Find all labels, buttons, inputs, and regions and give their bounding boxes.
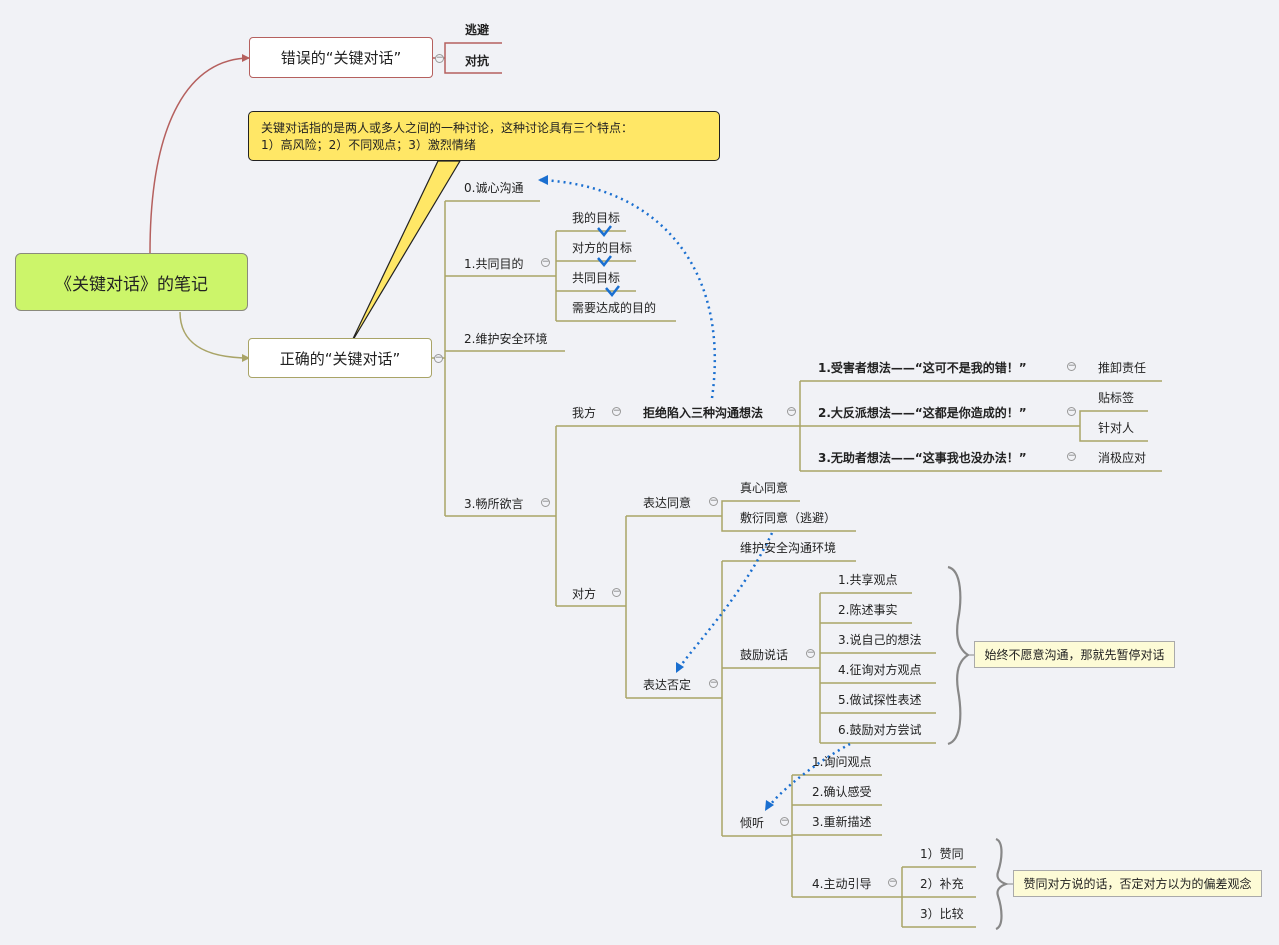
guide-item[interactable]: 1）赞同: [920, 847, 964, 861]
collapse-icon[interactable]: −: [1067, 361, 1076, 371]
agree-item[interactable]: 敷衍同意（逃避）: [740, 511, 837, 525]
wrong-dialogue-label: 错误的“关键对话”: [280, 49, 402, 67]
encourage-item[interactable]: 6.鼓励对方尝试: [838, 723, 922, 737]
goal-item[interactable]: 需要达成的目的: [572, 301, 657, 315]
thought-villain[interactable]: 2.大反派想法——“这都是你造成的！”: [818, 406, 1027, 420]
callout-line-2: 1）高风险；2）不同观点；3）激烈情绪: [261, 138, 476, 152]
wrong-child-escape[interactable]: 逃避: [465, 23, 490, 37]
step-1[interactable]: 1.共同目的: [464, 257, 524, 271]
result-shift-blame[interactable]: 推卸责任: [1098, 361, 1147, 375]
right-dialogue-label: 正确的“关键对话”: [279, 349, 401, 368]
listen-item[interactable]: 1.询问观点: [812, 755, 872, 769]
collapse-icon[interactable]: −: [787, 406, 796, 416]
self-node[interactable]: 我方: [572, 406, 597, 420]
root-label: 《关键对话》的笔记: [55, 274, 208, 295]
collapse-icon[interactable]: −: [1067, 406, 1076, 416]
result-label[interactable]: 贴标签: [1098, 391, 1135, 405]
wrong-child-confront[interactable]: 对抗: [465, 54, 490, 68]
agree-node[interactable]: 表达同意: [643, 496, 692, 510]
collapse-icon[interactable]: −: [888, 877, 897, 887]
listen-item[interactable]: 3.重新描述: [812, 815, 872, 829]
guide-note-text: 赞同对方说的话，否定对方以为的偏差观念: [1023, 877, 1252, 891]
listen-item[interactable]: 4.主动引导: [812, 877, 872, 891]
callout-line-1: 关键对话指的是两人或多人之间的一种讨论，这种讨论具有三个特点：: [261, 121, 634, 135]
collapse-icon[interactable]: −: [806, 648, 815, 658]
encourage-item[interactable]: 5.做试探性表述: [838, 693, 922, 707]
step-2[interactable]: 2.维护安全环境: [464, 332, 548, 346]
encourage-note[interactable]: 始终不愿意沟通，那就先暂停对话: [974, 641, 1175, 668]
result-target-person[interactable]: 针对人: [1098, 421, 1135, 435]
collapse-icon[interactable]: −: [1067, 451, 1076, 461]
result-passive[interactable]: 消极应对: [1098, 451, 1147, 465]
wrong-dialogue-node[interactable]: 错误的“关键对话”: [249, 37, 433, 78]
thought-victim[interactable]: 1.受害者想法——“这可不是我的错！”: [818, 361, 1027, 375]
guide-item[interactable]: 3）比较: [920, 907, 964, 921]
collapse-icon[interactable]: −: [709, 496, 718, 506]
encourage-item[interactable]: 4.征询对方观点: [838, 663, 922, 677]
collapse-icon[interactable]: −: [612, 406, 621, 416]
encourage-item[interactable]: 1.共享观点: [838, 573, 898, 587]
step-0[interactable]: 0.诚心沟通: [464, 181, 524, 195]
guide-item[interactable]: 2）补充: [920, 877, 964, 891]
collapse-icon[interactable]: −: [612, 587, 621, 597]
collapse-icon[interactable]: −: [434, 353, 443, 363]
collapse-icon[interactable]: −: [709, 678, 718, 688]
right-dialogue-node[interactable]: 正确的“关键对话”: [248, 338, 432, 378]
encourage-node[interactable]: 鼓励说话: [740, 648, 789, 662]
encourage-item[interactable]: 3.说自己的想法: [838, 633, 922, 647]
goal-item[interactable]: 共同目标: [572, 271, 621, 285]
agree-item[interactable]: 真心同意: [740, 481, 789, 495]
safe-env-node[interactable]: 维护安全沟通环境: [740, 541, 837, 555]
encourage-item[interactable]: 2.陈述事实: [838, 603, 898, 617]
listen-item[interactable]: 2.确认感受: [812, 785, 872, 799]
collapse-icon[interactable]: −: [541, 257, 550, 267]
definition-callout[interactable]: 关键对话指的是两人或多人之间的一种讨论，这种讨论具有三个特点： 1）高风险；2）…: [248, 111, 720, 161]
collapse-icon[interactable]: −: [435, 53, 444, 63]
goal-item[interactable]: 我的目标: [572, 211, 621, 225]
collapse-icon[interactable]: −: [541, 497, 550, 507]
collapse-icon[interactable]: −: [780, 816, 789, 826]
disagree-node[interactable]: 表达否定: [643, 678, 692, 692]
other-node[interactable]: 对方: [572, 587, 597, 601]
listen-node[interactable]: 倾听: [740, 816, 765, 830]
step-3[interactable]: 3.畅所欲言: [464, 497, 524, 511]
thought-helpless[interactable]: 3.无助者想法——“这事我也没办法！”: [818, 451, 1027, 465]
guide-note[interactable]: 赞同对方说的话，否定对方以为的偏差观念: [1013, 870, 1262, 897]
goal-item[interactable]: 对方的目标: [572, 241, 633, 255]
refuse-thoughts-node[interactable]: 拒绝陷入三种沟通想法: [643, 406, 764, 420]
encourage-note-text: 始终不愿意沟通，那就先暂停对话: [984, 648, 1165, 662]
root-topic[interactable]: 《关键对话》的笔记: [15, 253, 248, 311]
